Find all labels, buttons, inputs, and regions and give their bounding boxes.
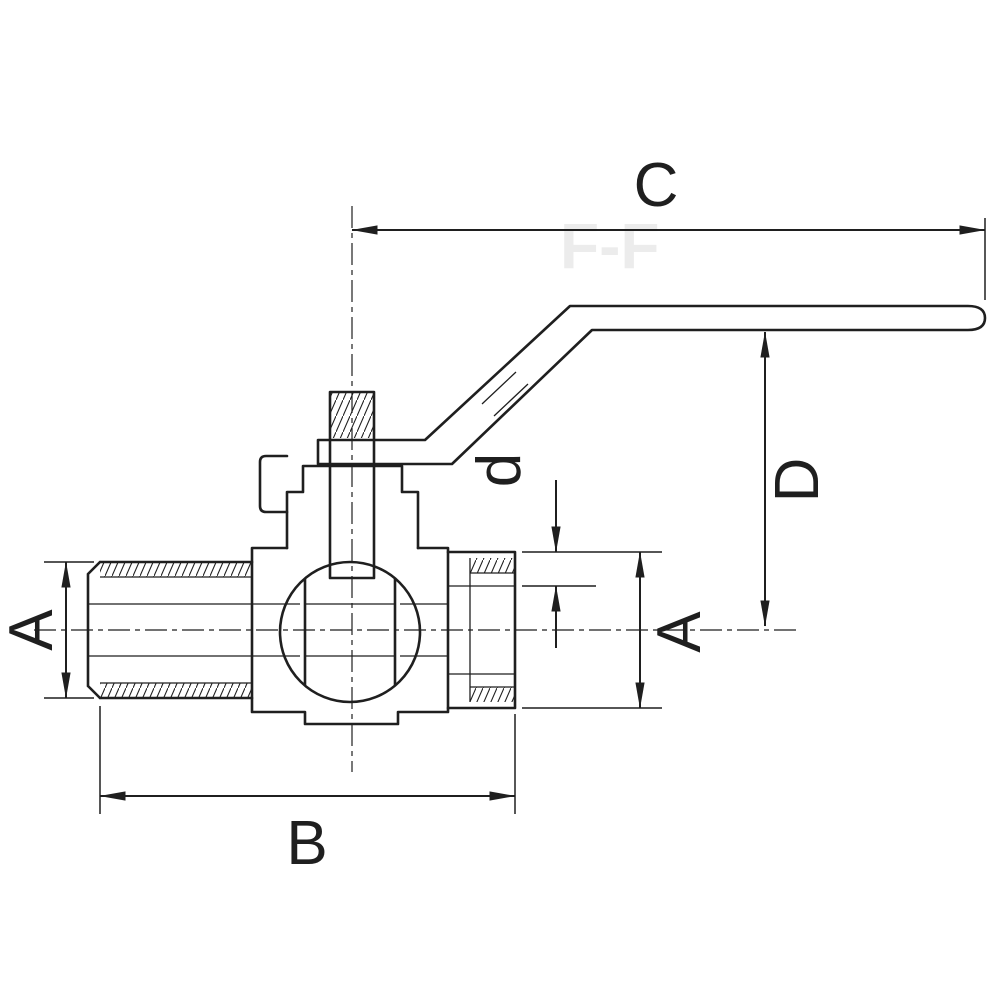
dimension-D: D: [760, 331, 832, 627]
valve-body: [86, 390, 517, 726]
female-thread-hatch-top: [470, 558, 515, 573]
dimension-label-B: B: [286, 809, 327, 878]
ball-seats: [303, 577, 397, 687]
dimension-C: C: [351, 151, 986, 300]
male-thread-hatch-bottom: [100, 683, 252, 698]
ball: [278, 560, 422, 704]
stem: [328, 390, 376, 580]
female-thread-lines: [448, 558, 515, 702]
handle-outline: [316, 304, 987, 466]
dimension-label-A-right: A: [645, 611, 714, 653]
male-thread-end: [86, 560, 254, 700]
dimension-label-d: d: [465, 453, 534, 487]
body-block: [250, 546, 450, 726]
dimension-label-A-left: A: [0, 609, 66, 651]
male-thread-hatch-top: [100, 562, 252, 577]
female-coupling: [446, 550, 517, 710]
dimension-label-C: C: [634, 151, 679, 220]
neck-and-gland: [285, 464, 420, 550]
dimension-label-D: D: [763, 458, 832, 503]
dimension-B: B: [99, 706, 516, 878]
bore-lines: [88, 603, 448, 657]
handle-stop-bracket: [258, 454, 289, 514]
male-thread-root-lines: [100, 576, 252, 684]
dimension-A-right: A: [522, 551, 714, 709]
stem-thread-hatch: [330, 392, 374, 438]
centerlines: [34, 206, 798, 772]
handle: [316, 304, 987, 466]
handle-break-marks: [481, 371, 529, 417]
dimension-d: d: [465, 453, 662, 648]
watermark: F-F: [560, 210, 660, 282]
female-thread-hatch-bottom: [470, 687, 515, 702]
dimension-A-left: A: [0, 561, 94, 699]
